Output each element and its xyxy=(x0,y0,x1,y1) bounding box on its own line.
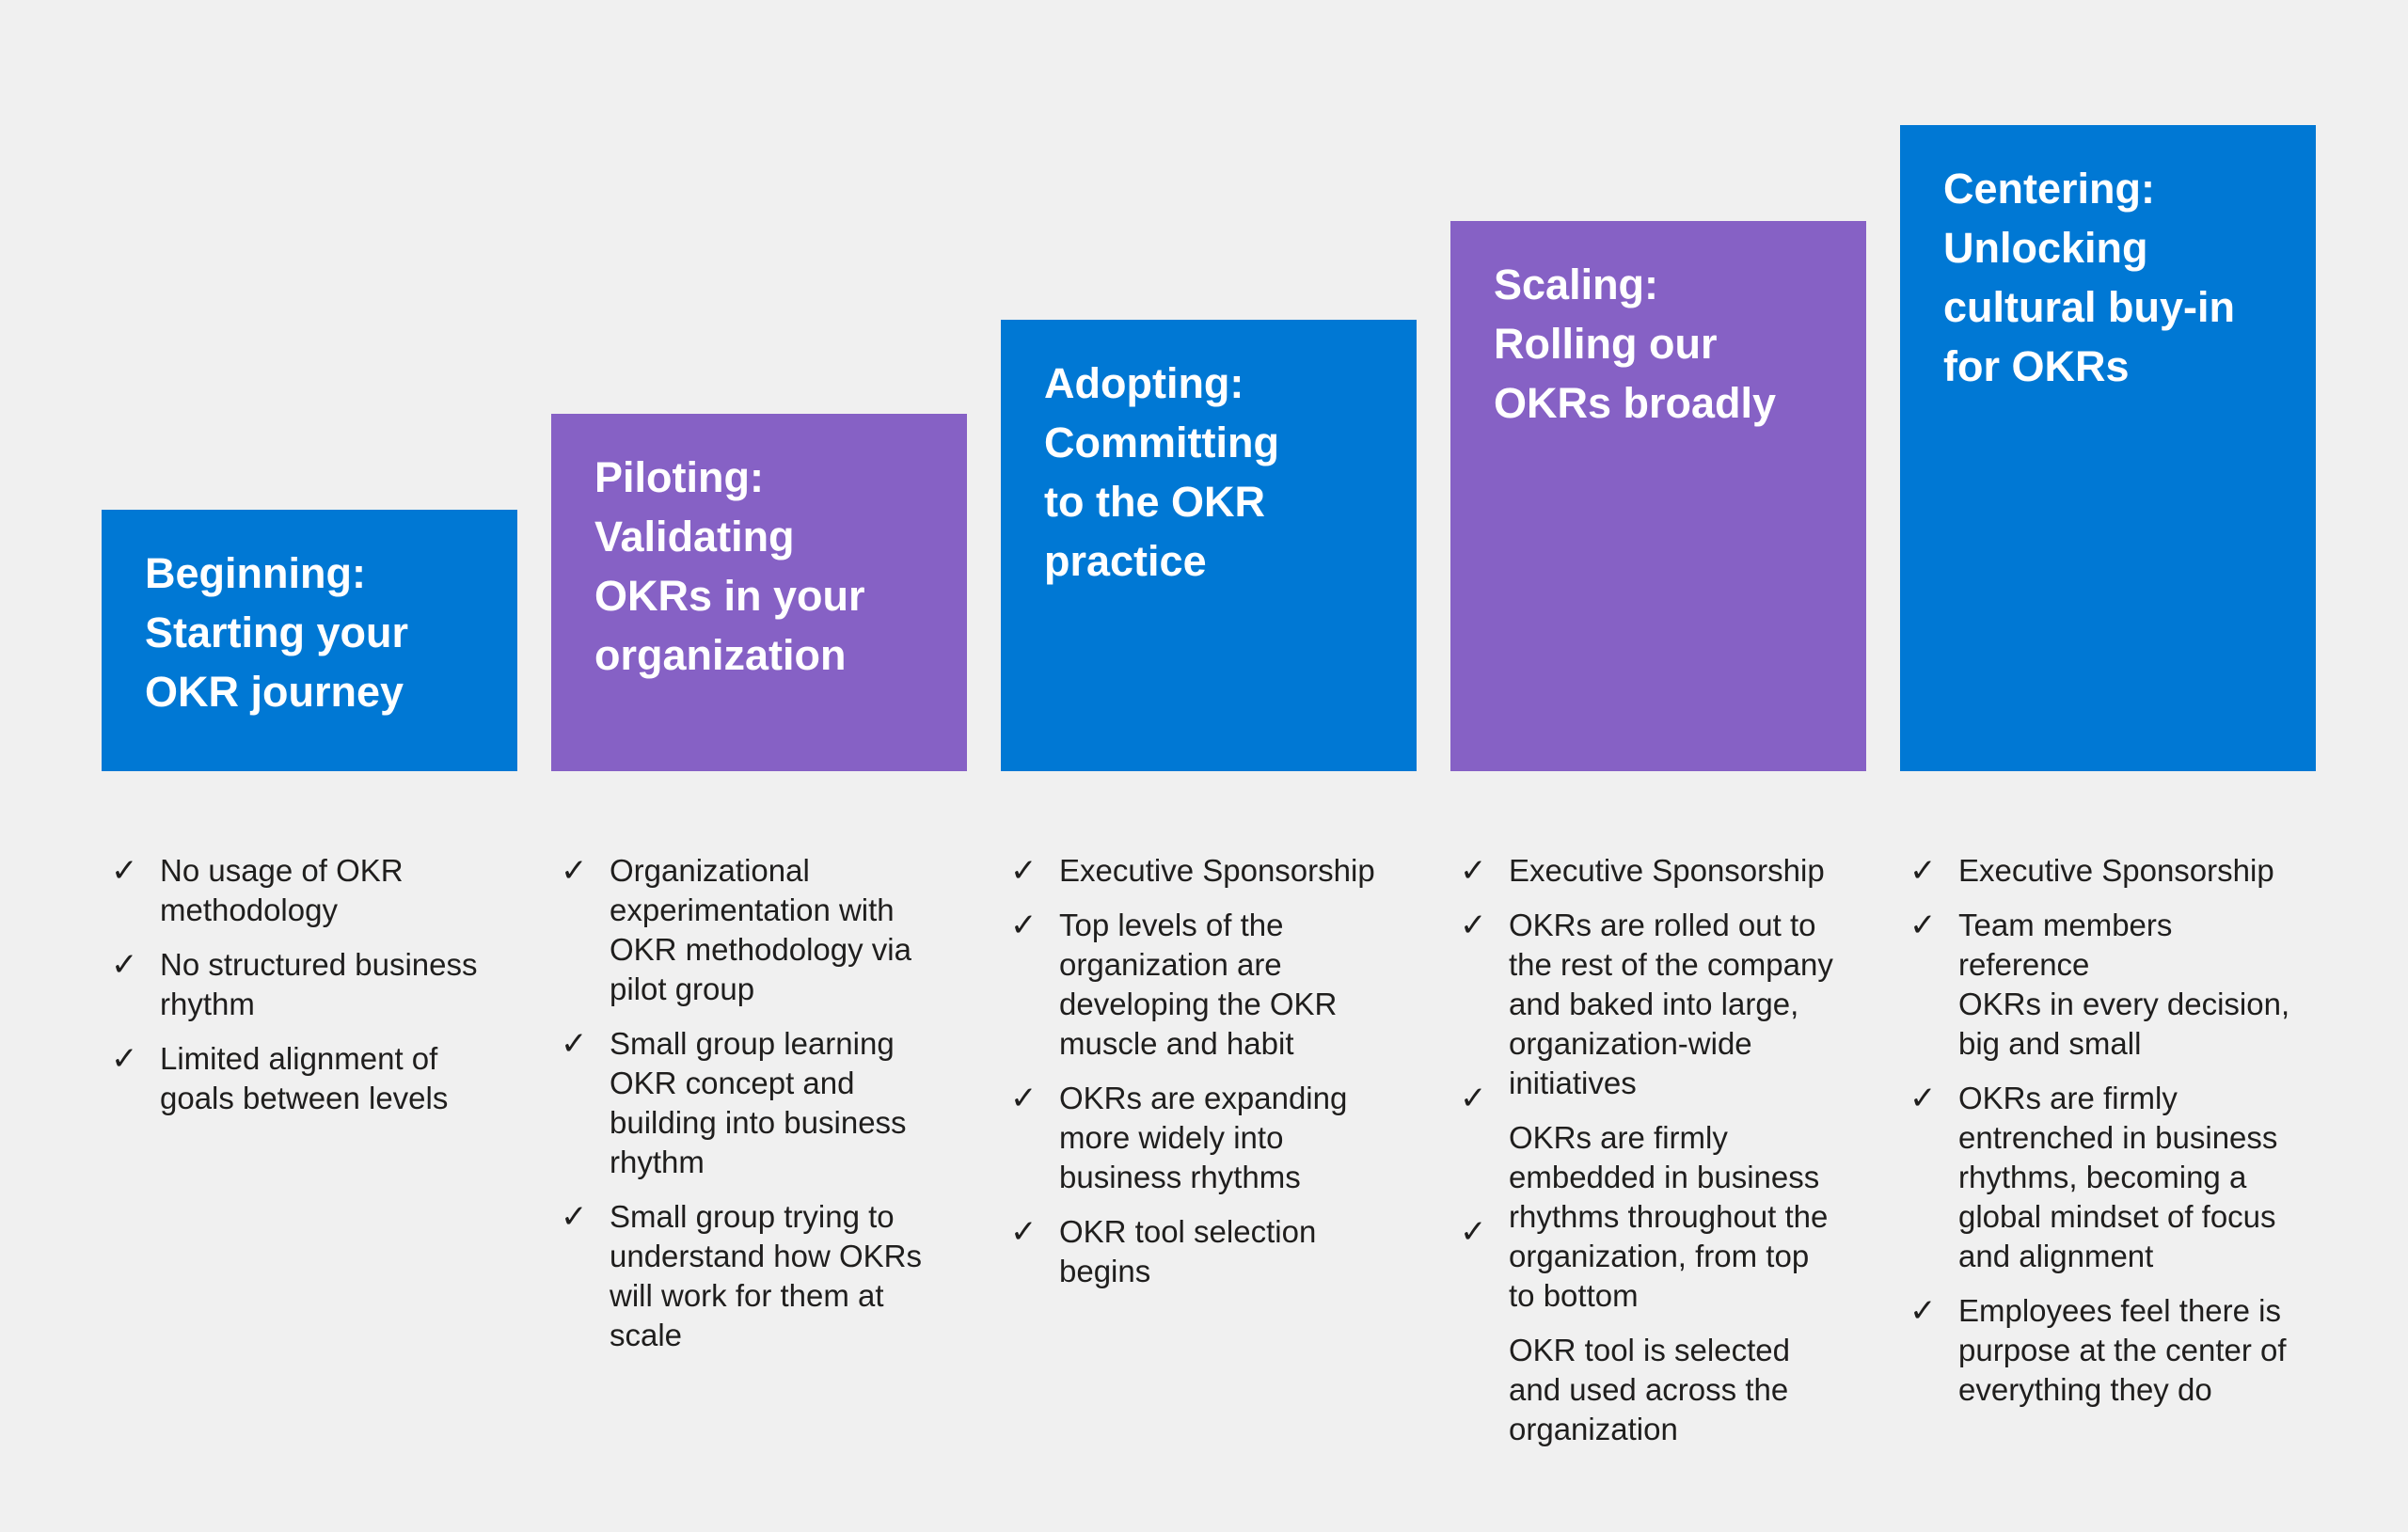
item-text: OKRs are expanding more widely into busi… xyxy=(1059,1081,1348,1194)
list-item: ✓ Executive Sponsorship xyxy=(1010,851,1409,891)
check-icon: ✓ xyxy=(1010,1081,1038,1116)
check-icon: ✓ xyxy=(1909,1293,1937,1329)
stage-checklist: ✓ Executive Sponsorship ✓ OKRs are rolle… xyxy=(1460,851,1859,1464)
check-icon: ✓ xyxy=(111,1041,138,1077)
stage-checklist: ✓ Executive Sponsorship ✓ Team members r… xyxy=(1909,851,2308,1425)
stage-column-adopting: Adopting: Committing to the OKR practice… xyxy=(1001,0,1417,1532)
check-icon: ✓ xyxy=(1909,853,1937,889)
item-text: OKRs are firmly entrenched in business r… xyxy=(1958,1081,2278,1273)
list-item: ✓ OKRs are expanding more widely into bu… xyxy=(1010,1079,1409,1197)
list-item: ✓ Limited alignment of goals between lev… xyxy=(111,1039,510,1118)
stage-header-block: Centering: Unlocking cultural buy-in for… xyxy=(1900,125,2316,771)
stage-title: Centering: Unlocking cultural buy-in for… xyxy=(1943,165,2236,390)
stage-header-block: Piloting: Validating OKRs in your organi… xyxy=(551,414,967,771)
check-icon: ✓ xyxy=(1909,1081,1937,1116)
item-text: Top levels of the organization are devel… xyxy=(1059,908,1338,1061)
check-icon: ✓ xyxy=(561,1026,588,1062)
item-text: No usage of OKR methodology xyxy=(160,853,404,927)
list-item: ✓ OKRs are rolled out to the rest of the… xyxy=(1460,906,1859,1103)
stage-title: Scaling: Rolling our OKRs broadly xyxy=(1494,261,1777,427)
stage-checklist: ✓ Organizational experimentation with OK… xyxy=(561,851,959,1370)
check-icon: ✓ xyxy=(111,853,138,889)
list-item: ✓ Small group learning OKR concept and b… xyxy=(561,1024,959,1182)
item-text: Executive Sponsorship xyxy=(1059,853,1375,888)
stage-header-block: Beginning: Starting your OKR journey xyxy=(102,510,517,771)
list-item: ✓ OKRs are firmly entrenched in business… xyxy=(1909,1079,2308,1276)
item-text: Executive Sponsorship xyxy=(1958,853,2274,888)
list-item: ✓ Team members reference OKRs in every d… xyxy=(1909,906,2308,1064)
item-text: Organizational experimentation with OKR … xyxy=(610,853,911,1006)
item-text: Small group trying to understand how OKR… xyxy=(610,1199,923,1352)
stage-header-block: Scaling: Rolling our OKRs broadly xyxy=(1450,221,1866,771)
list-item: ✓ Executive Sponsorship xyxy=(1909,851,2308,891)
item-text: No structured business rhythm xyxy=(160,947,478,1021)
stage-header-block: Adopting: Committing to the OKR practice xyxy=(1001,320,1417,771)
item-text: Executive Sponsorship xyxy=(1509,853,1825,888)
item-text: OKR tool selection begins xyxy=(1059,1214,1317,1288)
list-item: ✓ OKR tool selection begins xyxy=(1010,1212,1409,1291)
stage-column-scaling: Scaling: Rolling our OKRs broadly ✓ Exec… xyxy=(1450,0,1866,1532)
list-item: ✓ Top levels of the organization are dev… xyxy=(1010,906,1409,1064)
item-text: OKR tool is selected and used across the… xyxy=(1509,1333,1790,1446)
check-icon: ✓ xyxy=(561,1199,588,1235)
check-icon: ✓ xyxy=(1010,1214,1038,1250)
check-icon: ✓ xyxy=(1909,908,1937,943)
stage-column-beginning: Beginning: Starting your OKR journey ✓ N… xyxy=(102,0,517,1532)
stage-checklist: ✓ No usage of OKR methodology ✓ No struc… xyxy=(111,851,510,1133)
item-text: Team members reference OKRs in every dec… xyxy=(1958,908,2290,1061)
item-text: OKRs are rolled out to the rest of the c… xyxy=(1509,908,1833,1100)
list-item: ✓ No usage of OKR methodology xyxy=(111,851,510,930)
list-item: ✓ Organizational experimentation with OK… xyxy=(561,851,959,1009)
check-icon: ✓ xyxy=(1460,908,1487,943)
check-icon: ✓ xyxy=(1460,853,1487,889)
list-item: ✓ OKR tool is selected and used across t… xyxy=(1460,1214,1859,1449)
stage-column-centering: Centering: Unlocking cultural buy-in for… xyxy=(1900,0,2316,1532)
list-item: ✓ No structured business rhythm xyxy=(111,945,510,1024)
list-item: ✓ Small group trying to understand how O… xyxy=(561,1197,959,1355)
check-icon: ✓ xyxy=(1460,1214,1487,1250)
item-text: Limited alignment of goals between level… xyxy=(160,1041,449,1115)
item-text: Employees feel there is purpose at the c… xyxy=(1958,1293,2287,1407)
stage-title: Piloting: Validating OKRs in your organi… xyxy=(594,453,865,679)
check-icon: ✓ xyxy=(1010,908,1038,943)
item-text: Small group learning OKR concept and bui… xyxy=(610,1026,907,1179)
stage-title: Adopting: Committing to the OKR practice xyxy=(1044,359,1279,585)
list-item: ✓ Executive Sponsorship xyxy=(1460,851,1859,891)
check-icon: ✓ xyxy=(1460,1081,1487,1116)
check-icon: ✓ xyxy=(1010,853,1038,889)
list-item: ✓ Employees feel there is purpose at the… xyxy=(1909,1291,2308,1410)
item-text: OKRs are firmly embedded in business rhy… xyxy=(1509,1120,1829,1313)
stage-title: Beginning: Starting your OKR journey xyxy=(145,549,409,716)
check-icon: ✓ xyxy=(111,947,138,983)
list-item: ✓ OKRs are firmly embedded in business r… xyxy=(1460,1081,1859,1316)
stage-column-piloting: Piloting: Validating OKRs in your organi… xyxy=(551,0,967,1532)
stage-checklist: ✓ Executive Sponsorship ✓ Top levels of … xyxy=(1010,851,1409,1306)
check-icon: ✓ xyxy=(561,853,588,889)
